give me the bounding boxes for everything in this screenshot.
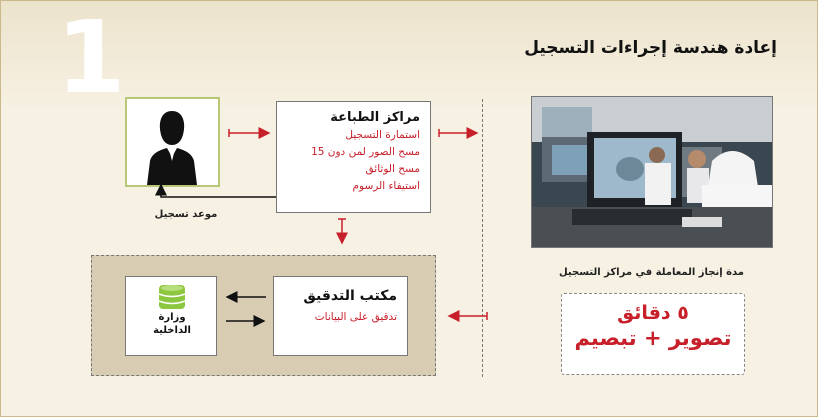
person-silhouette-icon <box>147 111 197 185</box>
print-centers-item: مسح الوثائق <box>365 163 420 175</box>
header-band <box>1 1 817 111</box>
print-centers-title: مراكز الطباعة <box>330 110 420 125</box>
registration-center-photo <box>531 96 773 248</box>
arrow-registration-to-audit <box>447 310 488 322</box>
audit-office-title: مكتب التدقيق <box>303 288 397 304</box>
database-icon <box>158 285 186 309</box>
arrow-applicant-to-print <box>228 127 271 139</box>
step-number: 1 <box>56 0 126 116</box>
audit-office-box: مكتب التدقيق تدقيق على البيانات <box>273 276 408 356</box>
print-centers-item: استمارة التسجيل <box>345 129 420 141</box>
arrow-print-to-audit <box>336 218 348 245</box>
result-minutes: ٥ دقائق <box>617 302 689 324</box>
arrow-print-to-registration <box>438 127 479 139</box>
result-box: ٥ دقائق تصوير + تبصيم <box>561 293 745 375</box>
photo-illustration <box>532 97 772 247</box>
result-methods: تصوير + تبصيم <box>574 326 732 350</box>
print-centers-item: مسح الصور لمن دون 15 <box>311 146 420 158</box>
interior-ministry-label: وزارة الداخلية <box>153 312 191 336</box>
appointment-label: موعد تسجيل <box>154 209 218 220</box>
duration-label: مدة إنجاز المعاملة في مراكز التسجيل <box>559 267 744 278</box>
arrow-appointment-return <box>155 183 276 198</box>
audit-office-subtitle: تدقيق على البيانات <box>314 311 397 323</box>
applicant-box <box>125 97 220 187</box>
section-divider <box>482 99 483 377</box>
page-title: إعادة هندسة إجراءات التسجيل <box>524 38 777 58</box>
interior-ministry-box: وزارة الداخلية <box>125 276 217 356</box>
print-centers-item: استيفاء الرسوم <box>352 180 420 192</box>
print-centers-box: مراكز الطباعة استمارة التسجيل مسح الصور … <box>276 101 431 213</box>
